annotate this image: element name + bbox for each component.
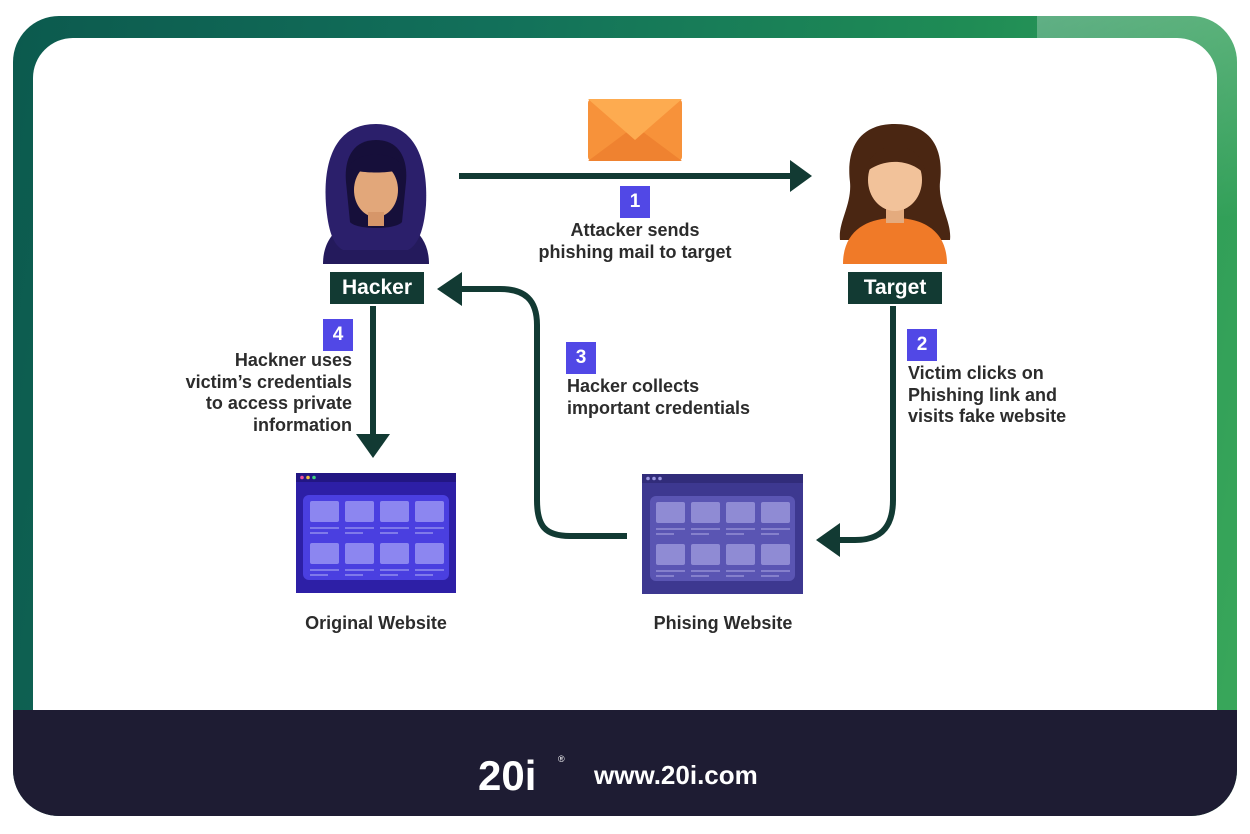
step-2-badge: 2 [907,329,937,361]
phishing-website-icon [642,474,803,594]
target-label: Target [848,272,942,304]
step-1-text: Attacker sends phishing mail to target [538,220,732,262]
step-2-text: Victim clicks on Phishing link and visit… [908,363,1067,426]
step-3-badge: 3 [566,342,596,374]
original-website-icon [296,473,456,593]
footer-bar [13,710,1237,816]
hacker-figure-icon [323,124,429,264]
mail-envelope-icon [588,99,682,161]
arrow-target-to-phishing-site [816,306,896,557]
original-website-label: Original Website [305,613,447,633]
logo-text: 20i [478,752,536,799]
footer-url[interactable]: www.20i.com [594,760,758,790]
step-3-text: Hacker collects important credentials [567,376,751,418]
arrow-credentials-to-hacker [437,272,627,539]
hacker-label: Hacker [330,272,424,304]
arrow-mail-to-target [459,160,812,192]
logo-registered-mark: ® [558,754,565,764]
step-1-badge: 1 [620,186,650,218]
step-4-badge: 4 [323,319,353,351]
phishing-website-label: Phising Website [653,613,793,633]
arrow-hacker-to-original-site [356,306,390,458]
brand-logo: 20i ® [478,752,565,799]
step-4-text: Hackner uses victim’s credentials to acc… [185,350,352,435]
target-figure-icon [839,124,951,264]
